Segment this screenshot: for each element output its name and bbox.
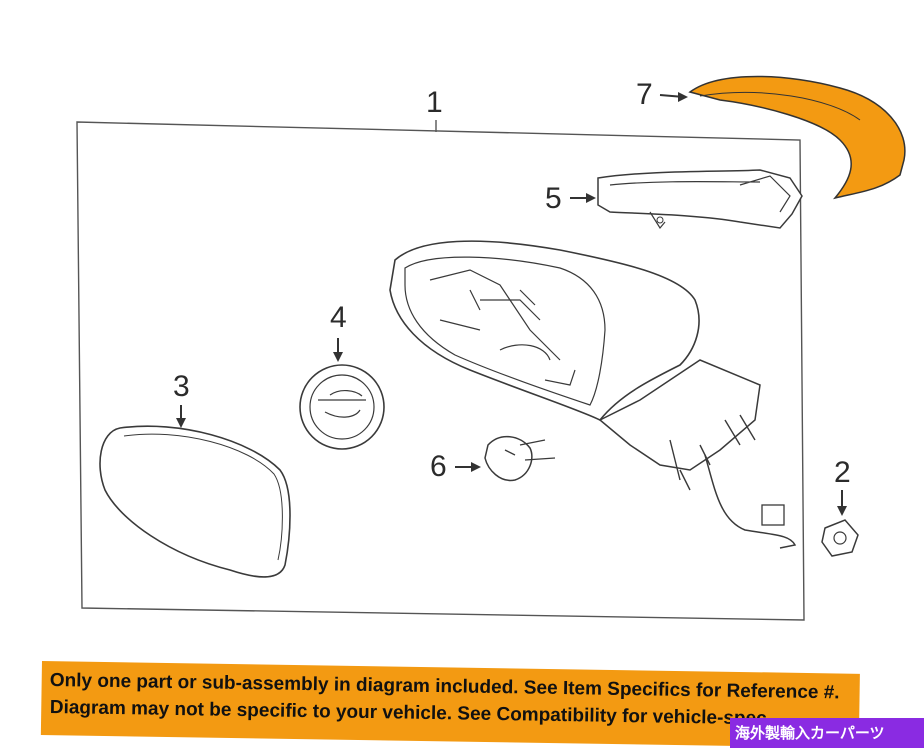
- callout-3: 3: [173, 370, 190, 403]
- motor-wires: [504, 439, 556, 461]
- callout-6: 6: [430, 450, 447, 483]
- mirror-cover-inner-edge: [699, 91, 861, 121]
- motor-part-6: [484, 436, 533, 482]
- actuator-part-4: [299, 364, 385, 450]
- wiring-harness: [704, 454, 797, 549]
- harness-connector: [761, 504, 785, 526]
- housing-mechanism: [429, 269, 576, 386]
- callout-4: 4: [330, 301, 347, 334]
- lamp-detail: [609, 175, 791, 230]
- housing-inner-cavity: [404, 256, 606, 406]
- nut-part-2: [821, 519, 859, 557]
- arrow-4-head: [333, 352, 343, 362]
- arrow-7-head: [678, 92, 688, 102]
- mirror-base: [598, 359, 761, 471]
- callout-1: 1: [426, 86, 443, 119]
- turn-signal-lamp-part-5: [597, 169, 803, 229]
- callout-5: 5: [545, 182, 562, 215]
- callout-2: 2: [834, 456, 851, 489]
- watermark-text: 海外製輸入カーパーツ: [735, 724, 885, 742]
- lamp-mount-hole: [656, 216, 664, 224]
- arrow-5-head: [586, 193, 596, 203]
- nut-hole: [833, 531, 847, 545]
- arrow-3-head: [176, 418, 186, 428]
- arrow-6-head: [471, 462, 481, 472]
- arrow-2-head: [837, 506, 847, 516]
- mirror-glass-edge: [123, 433, 283, 561]
- assembly-frame: [76, 121, 805, 621]
- actuator-inner-ring: [309, 374, 375, 440]
- mirror-cover-part-7: [688, 75, 906, 200]
- mirror-housing-part-1: [389, 240, 700, 422]
- actuator-detail: [318, 390, 366, 418]
- mirror-glass-part-3: [99, 425, 291, 578]
- watermark-badge: [730, 718, 924, 748]
- callout-7: 7: [636, 78, 653, 111]
